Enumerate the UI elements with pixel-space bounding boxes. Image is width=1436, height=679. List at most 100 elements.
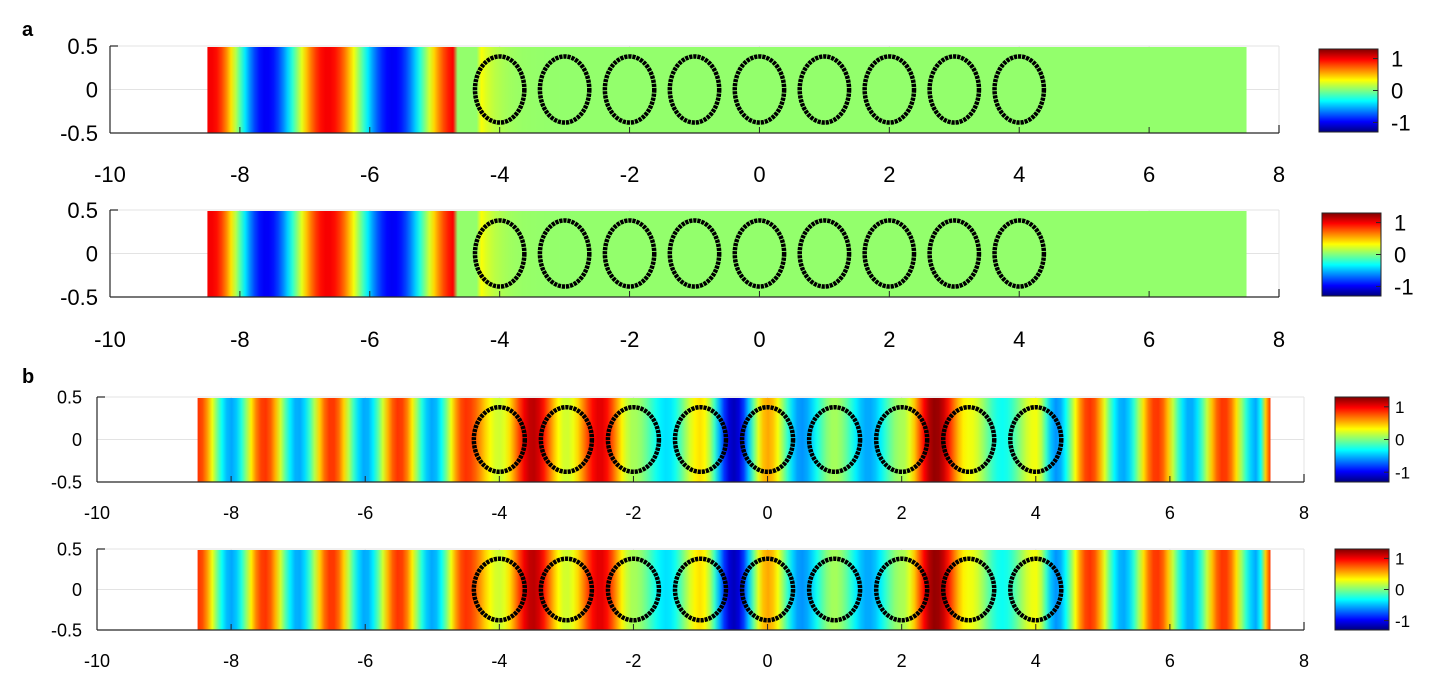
scatterer-ring (806, 556, 863, 623)
colorbar-tick-label: 0 (1391, 78, 1403, 103)
scatterer-ring (873, 556, 930, 623)
scatterer-ring (605, 556, 662, 623)
y-tick-label: -0.5 (60, 285, 98, 310)
y-tick-label: 0 (86, 77, 98, 102)
colorbar-tick-label: 1 (1395, 398, 1404, 417)
x-tick-label: -4 (491, 503, 507, 523)
x-tick-label: -10 (84, 503, 110, 523)
x-tick-label: -6 (357, 651, 373, 671)
x-tick-label: -2 (625, 503, 641, 523)
x-tick-label: -4 (490, 162, 510, 187)
y-tick-label: 0 (72, 580, 82, 600)
colorbar: 1 0 -1 (1334, 548, 1410, 631)
x-tick-label: -8 (223, 651, 239, 671)
colorbar-tick-label: -1 (1395, 463, 1410, 482)
panel-letter-b: b (22, 366, 34, 388)
y-tick-label: 0.5 (67, 198, 98, 223)
x-tick-label: -8 (230, 327, 250, 352)
scatterer-ring (471, 404, 528, 475)
panel-letter-a: a (22, 19, 34, 41)
field-heatmap (197, 550, 1271, 630)
scatterer-ring (667, 218, 722, 289)
x-tick-label: 4 (1031, 503, 1041, 523)
x-tick-label: 6 (1143, 162, 1155, 187)
y-tick-label: 0.5 (57, 387, 82, 407)
x-tick-label: 8 (1273, 162, 1285, 187)
colorbar-tick-label: -1 (1395, 612, 1410, 631)
colorbar-tick-label: 0 (1394, 242, 1406, 267)
x-tick-label: -6 (360, 162, 380, 187)
x-tick-label: 2 (883, 327, 895, 352)
y-tick-label: 0.5 (57, 539, 82, 559)
scatterer-ring (538, 556, 595, 623)
scatterer-ring (739, 556, 796, 623)
scatterer-ring (672, 404, 729, 475)
colorbar-gradient (1318, 48, 1379, 133)
scatterer-ring (927, 218, 982, 289)
scatterer-ring (806, 404, 863, 475)
scatterer-ring (602, 218, 657, 289)
colorbar-tick-label: 1 (1394, 210, 1406, 235)
y-tick-label: 0 (72, 430, 82, 450)
scatterer-ring (992, 218, 1047, 289)
scatterer-ring (667, 54, 722, 125)
colorbar-gradient (1321, 212, 1382, 297)
colorbar-tick-label: 1 (1391, 46, 1403, 71)
scatterer-ring (797, 218, 852, 289)
scatterer-ring (940, 556, 997, 623)
x-tick-label: -6 (360, 327, 380, 352)
scatterer-ring (797, 54, 852, 125)
x-tick-label: 4 (1031, 651, 1041, 671)
scatterer-ring (537, 218, 592, 289)
x-tick-label: 2 (897, 651, 907, 671)
scatterer-ring (602, 54, 657, 125)
scatterer-ring (605, 404, 662, 475)
x-tick-label: -4 (490, 327, 510, 352)
x-tick-label: -2 (620, 162, 640, 187)
scatterer-ring (472, 218, 527, 289)
colorbar-gradient (1334, 396, 1390, 483)
scatterer-ring (1008, 404, 1064, 475)
colorbar-tick-label: -1 (1394, 274, 1414, 299)
x-tick-label: 6 (1165, 503, 1175, 523)
x-tick-label: 8 (1299, 651, 1309, 671)
scatterer-ring (1008, 556, 1064, 623)
colorbar-tick-label: 0 (1395, 431, 1404, 450)
colorbar-tick-label: 0 (1395, 581, 1404, 600)
x-tick-label: 2 (897, 503, 907, 523)
x-tick-label: 0 (753, 327, 765, 352)
x-tick-label: 8 (1273, 327, 1285, 352)
x-tick-label: -8 (230, 162, 250, 187)
field-heatmap (207, 47, 1247, 133)
scatterer-ring (862, 218, 917, 289)
scatterer-ring (672, 556, 729, 623)
scatterer-ring (732, 54, 787, 125)
y-tick-label: -0.5 (51, 472, 82, 492)
scatterer-ring (538, 404, 595, 475)
colorbar-tick-label: 1 (1395, 549, 1404, 568)
scatterer-ring (862, 54, 917, 125)
scatterer-ring (471, 556, 528, 623)
x-tick-label: -2 (625, 651, 641, 671)
scatterer-ring (992, 54, 1047, 125)
y-tick-label: -0.5 (51, 620, 82, 640)
scatterer-ring (739, 404, 796, 475)
x-tick-label: -10 (94, 327, 126, 352)
colorbar: 1 0 -1 (1334, 396, 1410, 483)
y-tick-label: -0.5 (60, 121, 98, 146)
field-heatmap (207, 211, 1247, 297)
colorbar: 1 0 -1 (1318, 46, 1411, 135)
scatterer-ring (873, 404, 930, 475)
colorbar-tick-label: -1 (1391, 110, 1411, 135)
scatterer-ring (732, 218, 787, 289)
x-tick-label: -2 (620, 327, 640, 352)
x-tick-label: -10 (94, 162, 126, 187)
x-tick-label: -6 (357, 503, 373, 523)
colorbar-gradient (1334, 548, 1390, 631)
x-tick-label: 2 (883, 162, 895, 187)
